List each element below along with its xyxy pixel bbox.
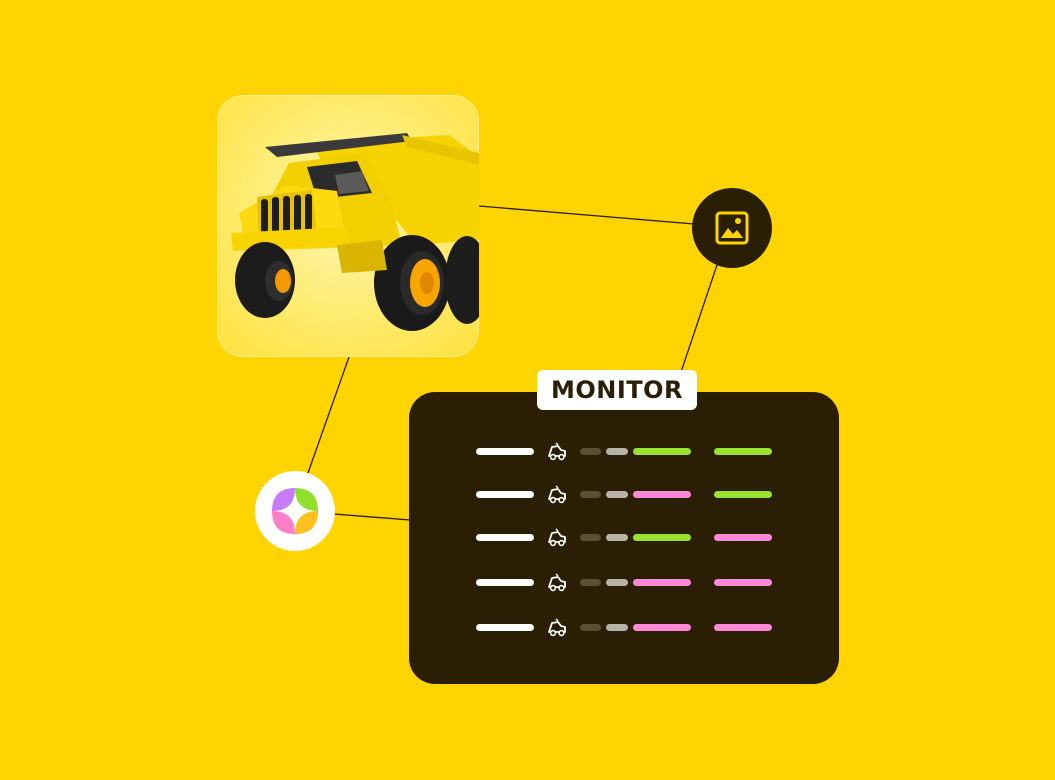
row-dot-dark [580, 579, 601, 586]
image-icon [715, 211, 749, 245]
row-dot-light [606, 534, 628, 541]
monitor-panel [409, 392, 839, 684]
row-dot-light [606, 624, 628, 631]
row-status-a [633, 491, 691, 498]
product-image-card [217, 95, 479, 357]
row-status-b [714, 534, 772, 541]
connector-ai-to-monitor [333, 513, 411, 521]
row-status-b [714, 624, 772, 631]
car-icon [548, 485, 566, 504]
row-status-b [714, 491, 772, 498]
wheel-front-right [374, 235, 450, 331]
car-icon [548, 442, 566, 461]
image-node [692, 188, 772, 268]
connector-product-to-image [478, 205, 695, 225]
row-status-a [633, 448, 691, 455]
row-status-a [633, 579, 691, 586]
wheel-front-left [235, 242, 295, 318]
car-icon [548, 618, 566, 637]
connector-image-to-monitor [680, 264, 718, 373]
sparkle-icon [272, 488, 318, 534]
ai-node [255, 471, 335, 551]
row-dot-light [606, 579, 628, 586]
row-name-bar [476, 491, 534, 498]
car-icon [548, 528, 566, 547]
connector-product-to-ai [307, 356, 350, 474]
car-icon [548, 573, 566, 592]
monitor-row [409, 573, 839, 593]
monitor-label: MONITOR [537, 370, 697, 410]
row-status-a [633, 534, 691, 541]
monitor-row [409, 442, 839, 462]
row-dot-light [606, 448, 628, 455]
row-dot-dark [580, 624, 601, 631]
row-dot-dark [580, 448, 601, 455]
monitor-row [409, 618, 839, 638]
row-dot-dark [580, 534, 601, 541]
row-status-b [714, 579, 772, 586]
dump-truck-toy-image [231, 133, 479, 331]
wheel-rear [445, 236, 479, 324]
row-status-a [633, 624, 691, 631]
row-name-bar [476, 534, 534, 541]
row-name-bar [476, 624, 534, 631]
row-status-b [714, 448, 772, 455]
monitor-row [409, 528, 839, 548]
row-dot-light [606, 491, 628, 498]
monitor-row [409, 485, 839, 505]
row-name-bar [476, 448, 534, 455]
row-name-bar [476, 579, 534, 586]
row-dot-dark [580, 491, 601, 498]
